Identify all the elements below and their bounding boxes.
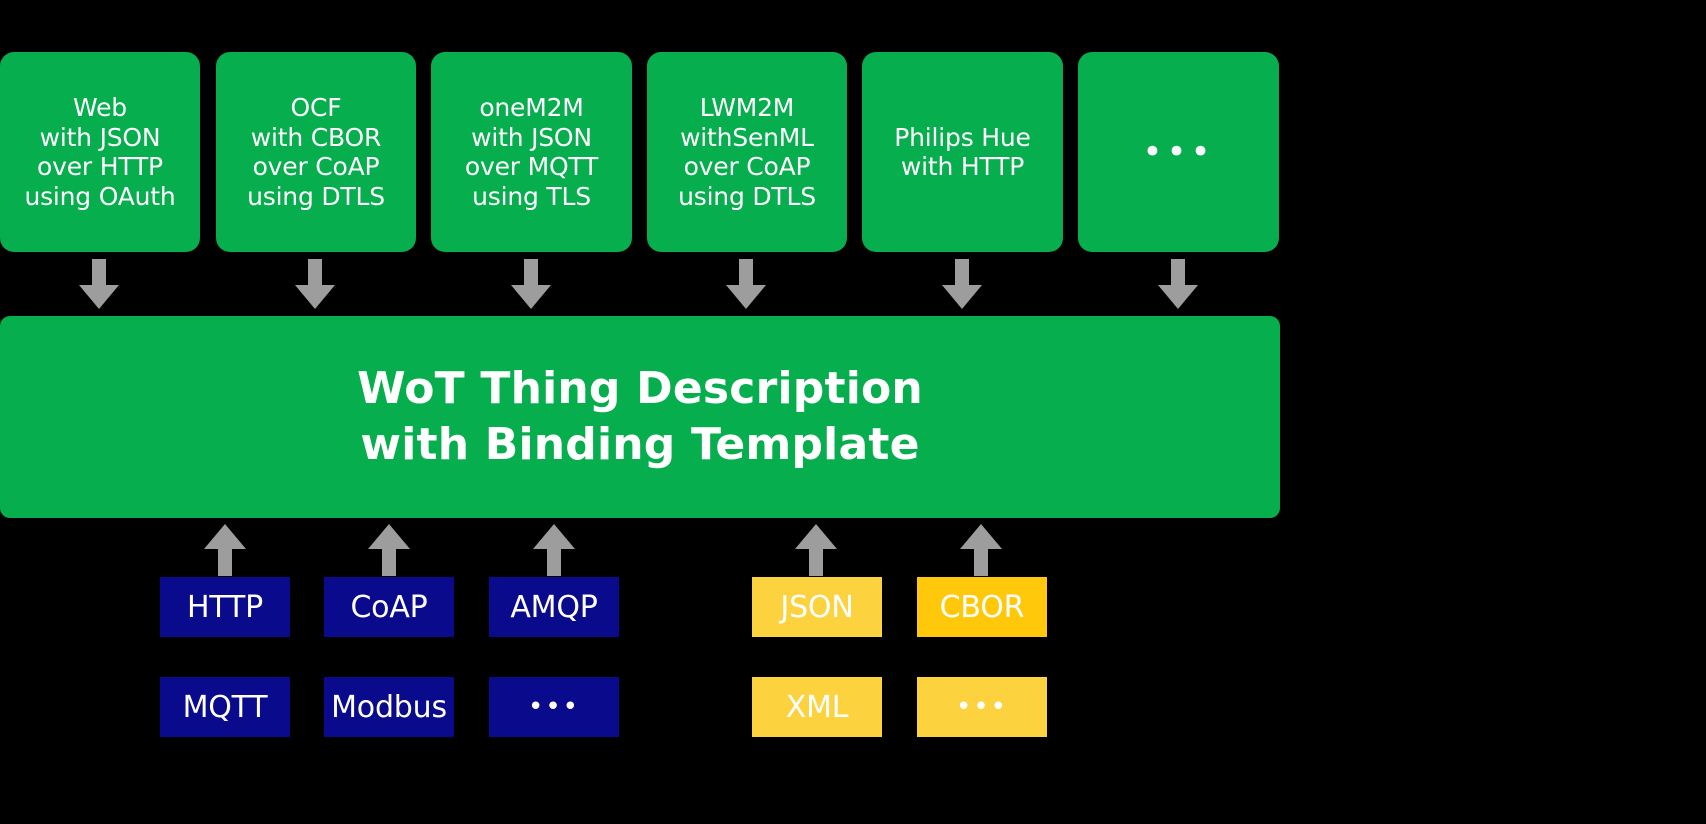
tech-card-lwm2m: LWM2M withSenML over CoAP using DTLS bbox=[647, 52, 847, 252]
tech-card-web: Web with JSON over HTTP using OAuth bbox=[0, 52, 200, 252]
protocol-chip-more: ••• bbox=[489, 677, 619, 737]
format-chip-xml: XML bbox=[752, 677, 882, 737]
tech-card-philips-hue-label: Philips Hue with HTTP bbox=[894, 122, 1031, 182]
format-chip-json: JSON bbox=[752, 577, 882, 637]
protocol-chip-coap: CoAP bbox=[324, 577, 454, 637]
tech-card-more: ••• bbox=[1078, 52, 1279, 252]
protocol-chip-http-label: HTTP bbox=[187, 589, 263, 625]
arrow-down-more bbox=[1158, 259, 1198, 309]
protocol-chip-more-label: ••• bbox=[527, 692, 580, 722]
protocol-chip-modbus-label: Modbus bbox=[331, 689, 447, 725]
arrow-down-web bbox=[79, 259, 119, 309]
arrow-down-lwm2m bbox=[726, 259, 766, 309]
format-chip-xml-label: XML bbox=[785, 689, 849, 725]
wot-thing-description-banner: WoT Thing Description with Binding Templ… bbox=[0, 316, 1280, 518]
arrow-up-json bbox=[795, 524, 837, 576]
tech-card-philips-hue: Philips Hue with HTTP bbox=[862, 52, 1063, 252]
arrow-down-ocf bbox=[295, 259, 335, 309]
tech-card-web-label: Web with JSON over HTTP using OAuth bbox=[24, 93, 176, 211]
protocol-chip-modbus: Modbus bbox=[324, 677, 454, 737]
arrow-up-coap bbox=[368, 524, 410, 576]
arrow-up-cbor bbox=[960, 524, 1002, 576]
format-chip-cbor: CBOR bbox=[917, 577, 1047, 637]
format-chip-cbor-label: CBOR bbox=[939, 589, 1025, 625]
tech-card-onem2m: oneM2M with JSON over MQTT using TLS bbox=[431, 52, 632, 252]
arrow-up-http bbox=[204, 524, 246, 576]
protocol-chip-mqtt: MQTT bbox=[160, 677, 290, 737]
arrow-up-amqp bbox=[533, 524, 575, 576]
tech-card-ocf-label: OCF with CBOR over CoAP using DTLS bbox=[247, 93, 385, 211]
protocol-chip-mqtt-label: MQTT bbox=[182, 689, 268, 725]
tech-card-onem2m-label: oneM2M with JSON over MQTT using TLS bbox=[464, 93, 599, 211]
arrow-down-philips-hue bbox=[942, 259, 982, 309]
protocol-chip-coap-label: CoAP bbox=[350, 589, 428, 625]
format-chip-json-label: JSON bbox=[780, 589, 854, 625]
format-chip-more-label: ••• bbox=[955, 692, 1008, 722]
protocol-chip-http: HTTP bbox=[160, 577, 290, 637]
protocol-chip-amqp-label: AMQP bbox=[510, 589, 598, 625]
arrow-down-onem2m bbox=[511, 259, 551, 309]
banner-line-1: WoT Thing Description bbox=[357, 362, 923, 414]
banner-line-2: with Binding Template bbox=[360, 419, 920, 470]
tech-card-more-label: ••• bbox=[1142, 131, 1215, 172]
format-chip-more: ••• bbox=[917, 677, 1047, 737]
protocol-chip-amqp: AMQP bbox=[489, 577, 619, 637]
tech-card-ocf: OCF with CBOR over CoAP using DTLS bbox=[216, 52, 416, 252]
tech-card-lwm2m-label: LWM2M withSenML over CoAP using DTLS bbox=[678, 93, 816, 211]
